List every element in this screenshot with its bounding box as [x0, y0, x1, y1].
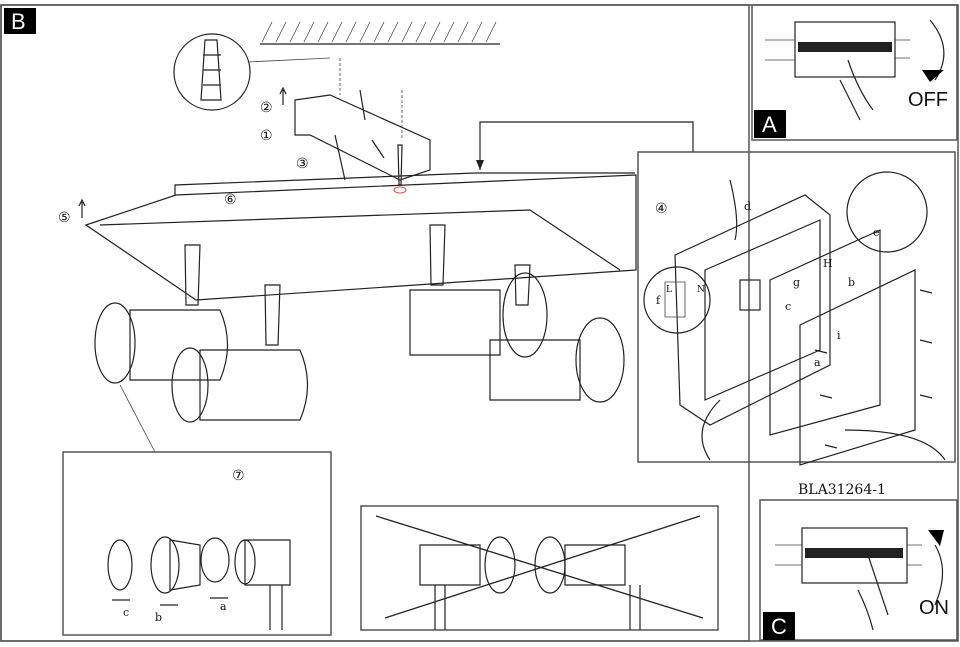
lamp-head-panel-frame — [62, 451, 332, 636]
badge-c: C — [763, 612, 795, 640]
label-f: f — [656, 294, 661, 307]
step-4-label: ④ — [655, 201, 668, 217]
label-e: e — [873, 226, 880, 239]
label-c: c — [785, 300, 791, 313]
step-arrows — [78, 86, 694, 218]
svg-text:A: A — [762, 112, 777, 137]
step-6-label: ⑥ — [224, 192, 237, 208]
terminal-L: L — [666, 285, 672, 295]
junction-box-illustration — [643, 171, 946, 466]
ceiling-plate — [84, 172, 637, 301]
label-g: g — [793, 276, 800, 289]
svg-text:B: B — [11, 9, 26, 34]
lamp-head-exploded — [107, 536, 291, 630]
label-d: d — [744, 200, 751, 213]
svg-text:C: C — [771, 614, 787, 639]
badge-b: B — [4, 8, 36, 34]
model-code: BLA31264-1 — [798, 482, 886, 498]
main-panel-frame — [0, 4, 750, 642]
label-H: H — [823, 257, 833, 270]
panel-c-frame — [759, 499, 958, 641]
step-2-label: ② — [260, 100, 273, 116]
breaker-on-illustration — [775, 527, 944, 631]
step-7-label: ⑦ — [232, 468, 245, 484]
mounting-bracket — [294, 58, 431, 194]
off-label: OFF — [908, 89, 948, 111]
step-1-label: ① — [260, 128, 273, 144]
step-5-label: ⑤ — [58, 210, 71, 226]
lamp-label-c: c — [123, 606, 129, 619]
panel-a-frame — [751, 4, 958, 141]
terminal-N: N — [697, 285, 705, 295]
label-b: b — [848, 276, 855, 289]
label-i: i — [837, 329, 841, 342]
breaker-off-illustration — [765, 19, 945, 121]
lamp-label-a: a — [220, 600, 227, 613]
wrong-orientation-panel — [360, 505, 719, 631]
on-label: ON — [919, 597, 949, 619]
ceiling — [260, 21, 500, 45]
badge-a: A — [754, 110, 786, 138]
incorrect-orientation-illustration — [375, 515, 704, 630]
wall-plug-detail — [173, 33, 331, 111]
label-a: a — [814, 356, 821, 369]
step-3-label: ③ — [296, 156, 309, 172]
lamp-label-b: b — [155, 611, 162, 624]
spotlights — [94, 224, 625, 453]
wiring-panel-frame — [637, 151, 956, 463]
